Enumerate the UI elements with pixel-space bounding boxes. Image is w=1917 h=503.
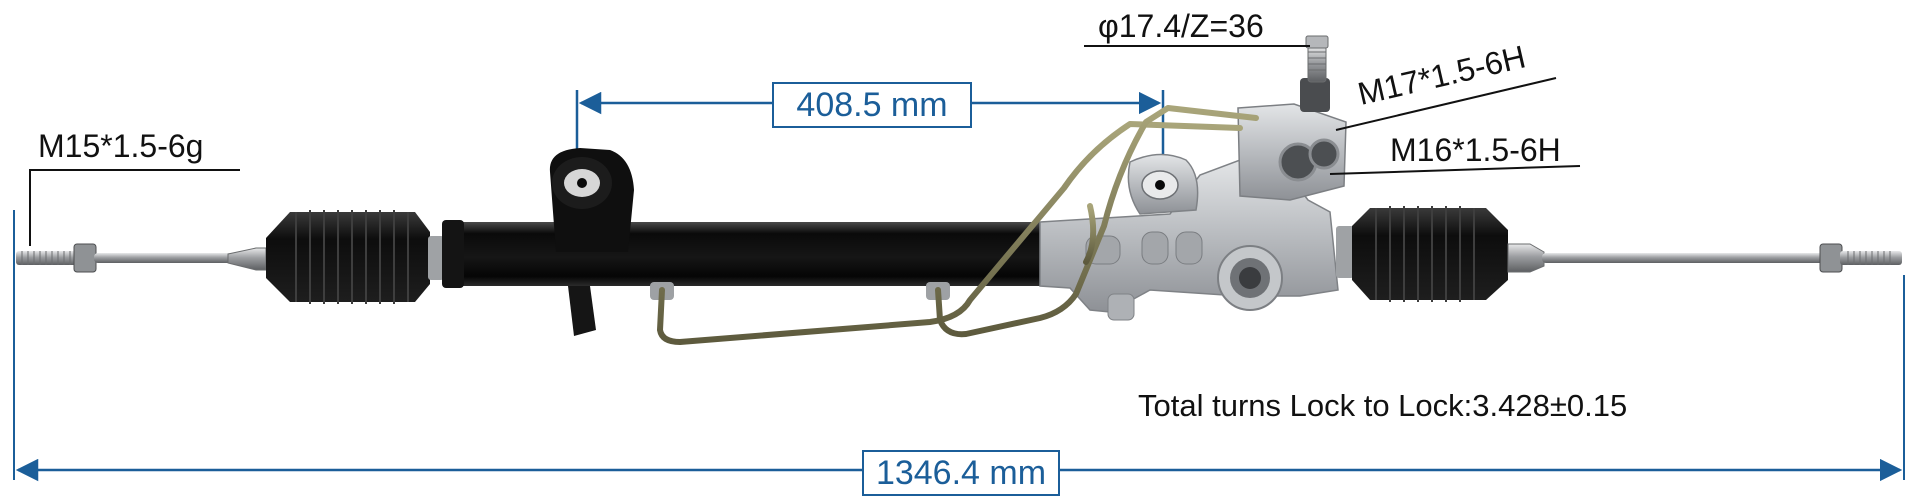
pinion-spec-callout: φ17.4/Z=36 xyxy=(1098,8,1264,44)
lower-port-callout: M16*1.5-6H xyxy=(1390,132,1561,168)
overall-length-label: 1346.4 mm xyxy=(862,450,1060,496)
left-tie-rod xyxy=(16,243,267,273)
left-thread-callout: M15*1.5-6g xyxy=(38,128,204,164)
mount-spacing-label: 408.5 mm xyxy=(772,82,972,128)
valve-housing xyxy=(1039,35,1347,321)
callout-leaders xyxy=(29,45,1581,246)
right-bellows xyxy=(1336,206,1508,302)
rack-housing xyxy=(442,148,1054,336)
hydraulic-pipes xyxy=(657,105,1259,345)
right-tie-rod xyxy=(1507,243,1902,273)
total-turns-note: Total turns Lock to Lock:3.428±0.15 xyxy=(1138,388,1628,423)
left-bellows xyxy=(266,210,444,304)
